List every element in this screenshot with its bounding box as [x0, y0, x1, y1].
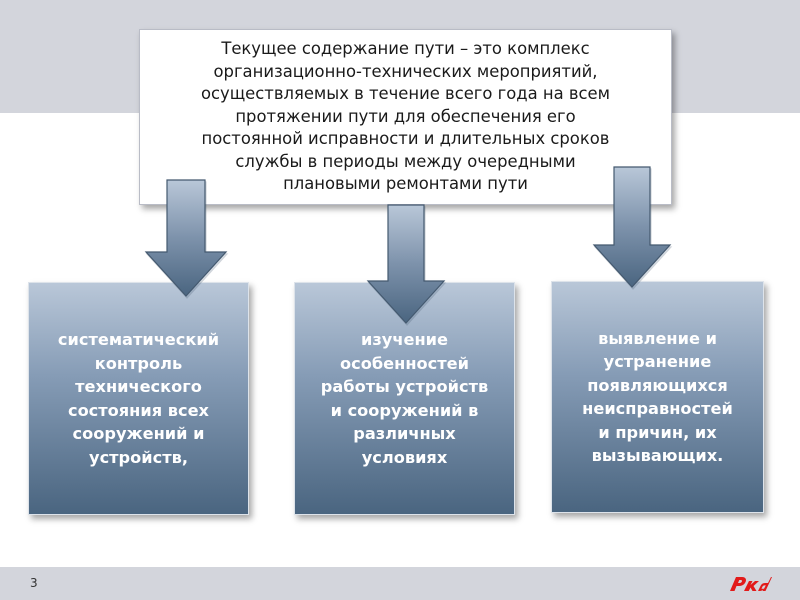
card-detect-fix-faults: выявление и устранение появляющихся неис…: [551, 281, 764, 513]
card-line: условиях: [361, 447, 448, 467]
definition-text: Текущее содержание пути – это комплекс о…: [201, 38, 610, 196]
definition-line: плановыми ремонтами пути: [283, 174, 528, 194]
card-text: выявление и устранение появляющихся неис…: [582, 327, 733, 468]
down-arrow-icon: [592, 166, 673, 290]
card-line: неисправностей: [582, 399, 733, 418]
definition-line: службы в периоды между очередными: [235, 151, 576, 171]
card-line: различных: [353, 424, 456, 443]
card-line: вызывающих.: [591, 446, 724, 465]
down-arrow-icon: [366, 204, 447, 326]
card-text: систематический контроль технического со…: [58, 328, 219, 469]
definition-line: постоянной исправности и длительных срок…: [201, 129, 610, 149]
card-line: устройств,: [89, 447, 188, 467]
footer-band: [0, 567, 800, 600]
card-line: и сооружений в: [330, 400, 479, 420]
card-line: выявление и: [598, 328, 717, 348]
card-line: сооружений и: [72, 424, 205, 443]
card-line: работы устройств: [320, 377, 489, 396]
card-line: особенностей: [340, 353, 469, 373]
card-line: и причин, их: [598, 422, 717, 442]
definition-line: Текущее содержание пути – это комплекс: [221, 38, 590, 58]
page-number: 3: [30, 576, 38, 590]
card-line: технического: [75, 377, 202, 396]
rzd-logo-icon: [730, 577, 772, 591]
card-systematic-control: систематический контроль технического со…: [28, 282, 249, 515]
definition-line: организационно-технических мероприятий,: [213, 61, 598, 81]
down-arrow-icon: [144, 179, 229, 299]
card-line: изучение: [361, 330, 448, 349]
card-text: изучение особенностей работы устройств и…: [321, 328, 488, 469]
card-line: систематический: [57, 330, 220, 349]
card-line: устранение: [603, 352, 712, 371]
card-line: состояния всех: [67, 400, 209, 420]
definition-line: протяжении пути для обеспечения его: [235, 106, 576, 126]
definition-line: осуществляемых в течение всего года на в…: [201, 84, 610, 104]
card-line: появляющихся: [587, 375, 728, 395]
card-line: контроль: [94, 353, 183, 373]
definition-box: Текущее содержание пути – это комплекс о…: [139, 29, 672, 205]
